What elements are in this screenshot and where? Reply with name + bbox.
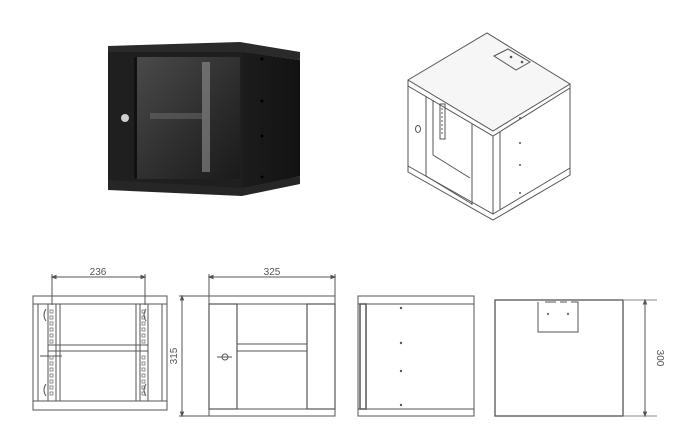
dimension-width-325: 325 (264, 267, 281, 278)
dimension-width-236: 236 (90, 267, 107, 278)
dimension-height-315: 315 (169, 347, 180, 364)
lock-icon (121, 114, 129, 122)
dimension-depth-300: 300 (654, 350, 665, 367)
